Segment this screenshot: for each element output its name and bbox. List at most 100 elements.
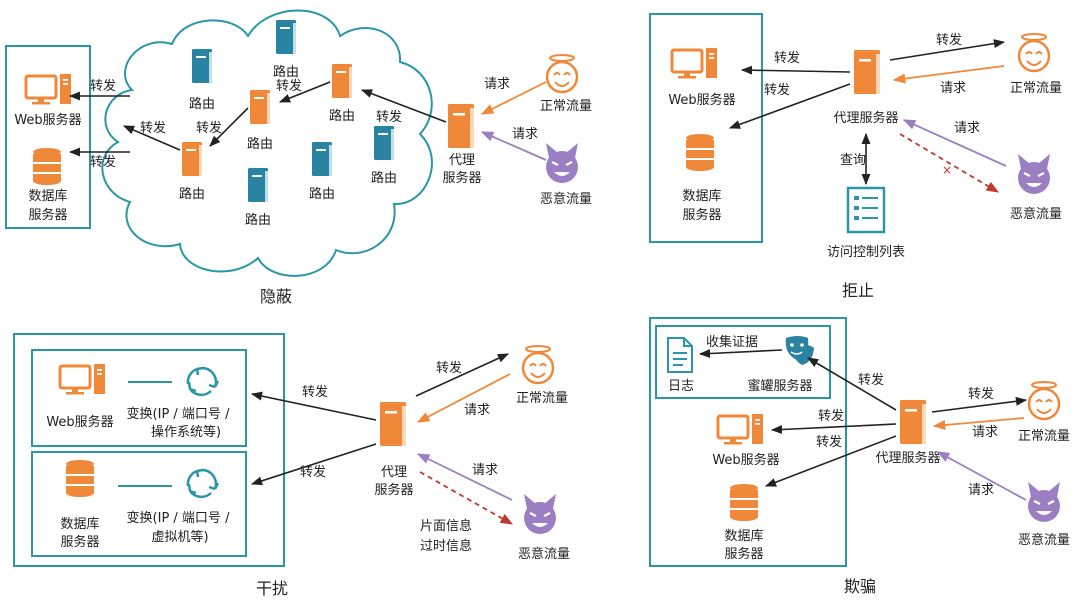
normal-request-arrow: [416, 373, 511, 423]
forward-label: 转发: [436, 360, 462, 376]
router-label: 路由: [329, 108, 355, 124]
panel-caption: 拒止: [842, 281, 874, 300]
web-server-icon: [58, 362, 107, 396]
malicious-request-arrow: [936, 451, 1027, 501]
proxy-label: 服务器: [374, 482, 413, 498]
forward-label: 转发: [968, 386, 994, 402]
false-info-label: 过时信息: [420, 538, 472, 554]
request-label: 请求: [512, 127, 538, 142]
forward-label: 转发: [90, 154, 116, 170]
db-server-label: 数据库: [682, 188, 721, 204]
web-server-label: Web服务器: [712, 452, 779, 468]
normal-traffic-label: 正常流量: [540, 99, 592, 114]
angel-icon: [521, 344, 555, 385]
request-label: 请求: [940, 81, 966, 96]
outer-group-box: [649, 317, 847, 567]
web-server-icon: [24, 72, 73, 106]
router-label: 路由: [189, 96, 215, 112]
proxy-label: 代理服务器: [875, 450, 940, 466]
router-label: 路由: [309, 186, 335, 202]
malicious-traffic-label: 恶意流量: [1018, 532, 1070, 548]
blocked-mark: ×: [942, 163, 952, 177]
malicious-traffic-label: 恶意流量: [540, 191, 592, 207]
normal-request-arrow: [932, 417, 1025, 431]
devil-icon: [1016, 152, 1052, 196]
transform-label: 变换(IP / 端口号 /: [127, 510, 231, 526]
request-label: 请求: [954, 121, 980, 136]
forward-arrow: [728, 83, 851, 129]
normal-traffic-label: 正常流量: [516, 391, 568, 406]
forward-label: 转发: [140, 120, 166, 136]
false-info-arrow: [419, 471, 514, 525]
forward-arrow: [931, 396, 1028, 413]
malicious-request-arrow: [902, 119, 1007, 167]
malicious-request-arrow: [480, 131, 547, 161]
db-server-label: 数据库: [28, 188, 67, 204]
transform-label: 虚拟机等): [151, 529, 208, 545]
web-server-label: Web服务器: [668, 92, 735, 108]
normal-request-arrow: [892, 65, 1005, 84]
forward-arrow: [807, 357, 897, 411]
forward-arrow: [889, 39, 1006, 61]
panel-hide: Web服务器 数据库 服务器 路由 路由 路由 路由 路由 路由 路由 路由 转…: [5, 9, 592, 306]
web-group-box: [31, 349, 247, 447]
proxy-label: 代理服务器: [833, 110, 898, 126]
panel-deny: Web服务器 数据库 服务器 代理服务器 转发 转发 查询 访问控制列表 转发 …: [649, 13, 1062, 300]
database-icon: [33, 148, 61, 185]
forward-arrow: [415, 353, 510, 397]
forward-arrow: [250, 443, 377, 486]
malicious-request-arrow: [416, 453, 513, 501]
database-icon: [730, 484, 758, 521]
blocked-arrow: [899, 133, 1000, 193]
router-icon: [192, 49, 212, 83]
collect-evidence-arrow: [698, 349, 783, 358]
router-icon: [182, 142, 202, 176]
web-server-label: Web服务器: [14, 112, 81, 128]
panel-caption: 隐蔽: [260, 287, 292, 306]
forward-arrow: [770, 423, 897, 434]
db-server-label: 数据库: [60, 516, 99, 532]
transform-label: 变换(IP / 端口号 /: [127, 406, 231, 422]
forward-arrow: [764, 435, 897, 487]
angel-icon: [1017, 32, 1051, 73]
router-label: 路由: [179, 186, 205, 202]
forward-label: 转发: [936, 32, 962, 48]
db-server-label: 数据库: [724, 528, 763, 544]
forward-label: 转发: [376, 109, 402, 125]
normal-traffic-label: 正常流量: [1018, 429, 1070, 444]
malicious-traffic-label: 恶意流量: [518, 546, 570, 562]
forward-label: 转发: [302, 384, 328, 400]
proxy-server-icon: [380, 402, 406, 446]
db-server-label: 服务器: [28, 207, 67, 223]
query-label: 查询: [840, 153, 866, 168]
request-label: 请求: [484, 77, 510, 92]
angel-icon: [1027, 380, 1061, 421]
log-document-icon: [667, 337, 693, 373]
panel-deceive: 日志 收集证据 蜜罐服务器 Web服务器 数据库 服务器 代理服务器 转发 转发…: [649, 317, 1070, 596]
transform-label: 操作系统等): [151, 424, 221, 440]
false-info-label: 片面信息: [420, 518, 472, 534]
router-label: 路由: [371, 170, 397, 186]
proxy-label: 代理: [381, 465, 407, 480]
honeypot-label: 蜜罐服务器: [747, 378, 812, 394]
router-icon: [374, 126, 394, 160]
router-icon: [332, 64, 352, 98]
acl-label: 访问控制列表: [827, 245, 905, 260]
router-label: 路由: [273, 64, 299, 80]
request-label: 请求: [472, 463, 498, 478]
db-server-label: 服务器: [682, 207, 721, 223]
request-label: 请求: [464, 403, 490, 418]
forward-label: 转发: [774, 50, 800, 66]
collect-label: 收集证据: [706, 334, 758, 350]
request-label: 请求: [972, 425, 998, 440]
proxy-label: 服务器: [442, 170, 481, 186]
forward-arrow: [360, 89, 447, 123]
panel-interfere: Web服务器 变换(IP / 端口号 / 操作系统等) 数据库 服务器 变换(I…: [13, 333, 570, 598]
forward-label: 转发: [300, 464, 326, 480]
forward-arrow: [250, 391, 377, 421]
honeypot-group-box: [655, 325, 831, 399]
web-server-label: Web服务器: [46, 414, 113, 430]
forward-label: 转发: [816, 434, 842, 450]
forward-label: 转发: [90, 78, 116, 94]
